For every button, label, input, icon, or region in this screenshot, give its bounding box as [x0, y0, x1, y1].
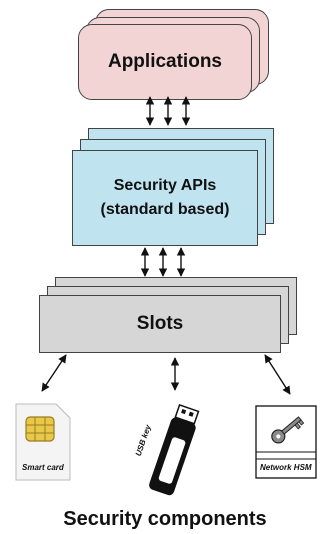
slots-card [39, 295, 281, 353]
slots-hsm-arrow [264, 354, 291, 395]
slots-label: Slots [136, 313, 184, 334]
network-hsm-caption: Network HSM [260, 463, 312, 472]
security-apis-subtitle: (standard based) [100, 201, 230, 218]
security-apis-label: Security APIs (standard based) [72, 150, 258, 246]
slots-smartcard-arrow [41, 354, 67, 392]
smart-card-caption: Smart card [22, 463, 64, 472]
footer-title: Security components [63, 508, 267, 530]
applications-label: Applications [107, 51, 222, 72]
apis-card [72, 150, 258, 246]
security-apis-title: Security APIs [113, 177, 217, 194]
key-icon [271, 416, 305, 444]
